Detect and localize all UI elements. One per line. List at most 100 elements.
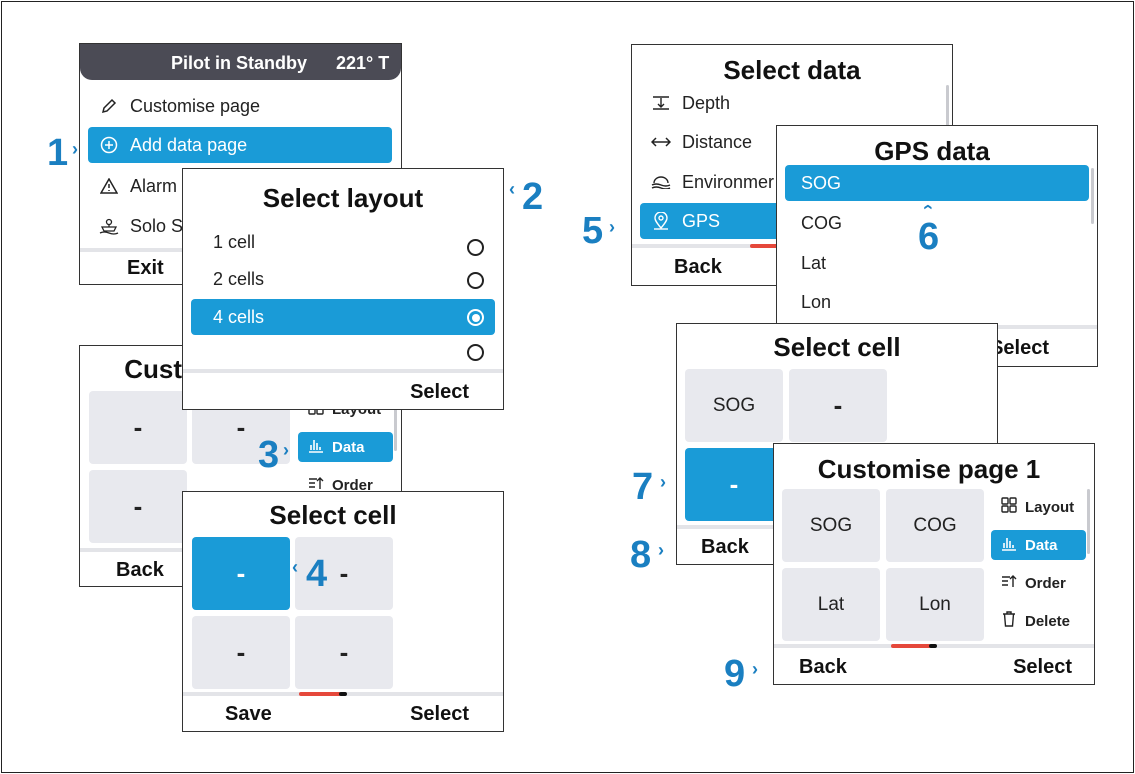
data-cell-sog[interactable]: SOG [782, 489, 880, 562]
select-softkey[interactable]: Select [410, 380, 469, 403]
data-item-distance[interactable]: Distance [640, 124, 940, 160]
data-cell[interactable]: - [295, 616, 393, 689]
item-label: GPS [682, 210, 721, 231]
back-softkey[interactable]: Back [116, 558, 164, 581]
back-softkey[interactable]: Back [799, 655, 847, 678]
layout-option-2-cells[interactable]: 2 cells [191, 261, 495, 297]
chevron-up-icon: › [917, 204, 937, 210]
data-cell[interactable]: SOG [685, 369, 783, 442]
select-softkey[interactable]: Select [410, 702, 469, 725]
scrollbar[interactable] [1091, 168, 1094, 224]
data-item-environment[interactable]: Environmer [640, 164, 940, 200]
menu-item-label: Alarm [130, 175, 178, 196]
item-label: COG [801, 212, 843, 233]
layout-icon [999, 497, 1019, 517]
step-number-5: 5 [582, 210, 604, 252]
back-softkey[interactable]: Back [674, 255, 722, 278]
menu-item-add-data-page[interactable]: Add data page [88, 127, 392, 163]
screen-title: Customise page 1 [817, 454, 1041, 484]
option-label: 1 cell [213, 231, 256, 252]
layout-option-4-cells[interactable]: 4 cells [191, 299, 495, 335]
data-cell[interactable]: - [789, 369, 887, 442]
layout-option[interactable]: Layout [991, 492, 1086, 522]
softkey-bar: Select [777, 329, 1097, 366]
boat-icon [98, 217, 120, 235]
page-indicator [891, 644, 931, 648]
radio-2-cells[interactable] [467, 272, 484, 289]
order-label: Order [332, 476, 373, 494]
location-pin-icon [650, 212, 672, 230]
screen-title: Select data [723, 55, 861, 85]
page-indicator [299, 692, 341, 696]
menu-item-label: Add data page [130, 134, 248, 155]
status-header: Pilot in Standby 221° T [80, 44, 401, 80]
data-cell[interactable]: - [89, 391, 187, 464]
chevron-right-icon: › [283, 440, 289, 460]
gps-item-sog[interactable]: SOG [785, 165, 1089, 201]
item-label: SOG [801, 172, 842, 193]
data-label: Data [1025, 536, 1058, 554]
selected-cell[interactable]: - [192, 537, 290, 610]
gps-item-lat[interactable]: Lat [785, 245, 1085, 281]
select-softkey[interactable]: Select [1013, 655, 1072, 678]
header-title: Pilot in Standby [171, 53, 308, 73]
chart-icon [999, 535, 1019, 555]
delete-label: Delete [1025, 612, 1071, 630]
menu-item-alarm[interactable]: Alarm [88, 168, 392, 204]
softkey-bar: Save Select [183, 695, 503, 731]
chevron-left-icon: ‹ [292, 557, 298, 577]
option-label: 4 cells [213, 306, 265, 327]
screen-title: Select cell [269, 500, 397, 530]
page-indicator [750, 244, 792, 248]
data-cell[interactable]: - [89, 470, 187, 543]
screen-title: Select layout [262, 183, 424, 213]
back-softkey[interactable]: Back [701, 535, 749, 558]
warning-icon [98, 178, 120, 194]
data-label: Data [332, 438, 365, 456]
depth-icon [650, 95, 672, 111]
data-cell-lon[interactable]: Lon [886, 568, 984, 641]
radio-4-cells[interactable] [467, 309, 484, 326]
chevron-right-icon: › [752, 659, 758, 679]
radio-1-cell[interactable] [467, 239, 484, 256]
data-option[interactable]: Data [991, 530, 1086, 560]
data-option[interactable]: Data [298, 432, 393, 462]
softkey-bar: Back Select [774, 648, 1094, 684]
gps-item-cog[interactable]: COG [785, 205, 1085, 241]
radio-more[interactable] [467, 344, 484, 361]
gps-item-lon[interactable]: Lon [785, 284, 1085, 320]
chevron-right-icon: › [660, 472, 666, 492]
softkey-bar: Back [632, 248, 952, 285]
data-cell[interactable]: - [295, 537, 393, 610]
selected-cell[interactable]: - [685, 448, 783, 521]
order-option[interactable]: Order [298, 470, 393, 500]
chevron-right-icon: › [72, 139, 78, 159]
environment-icon [650, 175, 672, 189]
order-option[interactable]: Order [991, 568, 1086, 598]
scrollbar[interactable] [1087, 489, 1090, 554]
layout-option-1-cell[interactable]: 1 cell [191, 224, 495, 260]
order-icon [999, 573, 1019, 593]
data-item-depth[interactable]: Depth [640, 85, 940, 121]
select-softkey[interactable]: Select [990, 336, 1049, 359]
step-number-8: 8 [630, 534, 652, 576]
data-cell[interactable]: - [192, 616, 290, 689]
data-cell-cog[interactable]: COG [886, 489, 984, 562]
option-label: 2 cells [213, 268, 265, 289]
softkey-bar: Select [183, 373, 503, 409]
footer-divider [183, 369, 503, 373]
delete-option[interactable]: Delete [991, 606, 1086, 636]
menu-item-customise-page[interactable]: Customise page [88, 88, 392, 124]
select-layout-screen: Select layout 1 cell 2 cells 4 cells Sel… [182, 168, 504, 410]
scrollbar[interactable] [394, 391, 397, 451]
scrollbar[interactable] [946, 85, 949, 155]
data-cell-lat[interactable]: Lat [782, 568, 880, 641]
save-softkey[interactable]: Save [225, 702, 272, 725]
exit-softkey[interactable]: Exit [127, 256, 164, 279]
softkey-bar: Back [80, 551, 401, 586]
chevron-right-icon: › [658, 540, 664, 560]
menu-item-label: Solo S [130, 215, 184, 236]
layout-label: Layout [1025, 498, 1075, 516]
item-label: Depth [682, 92, 731, 113]
menu-item-solo[interactable]: Solo S [88, 208, 392, 244]
